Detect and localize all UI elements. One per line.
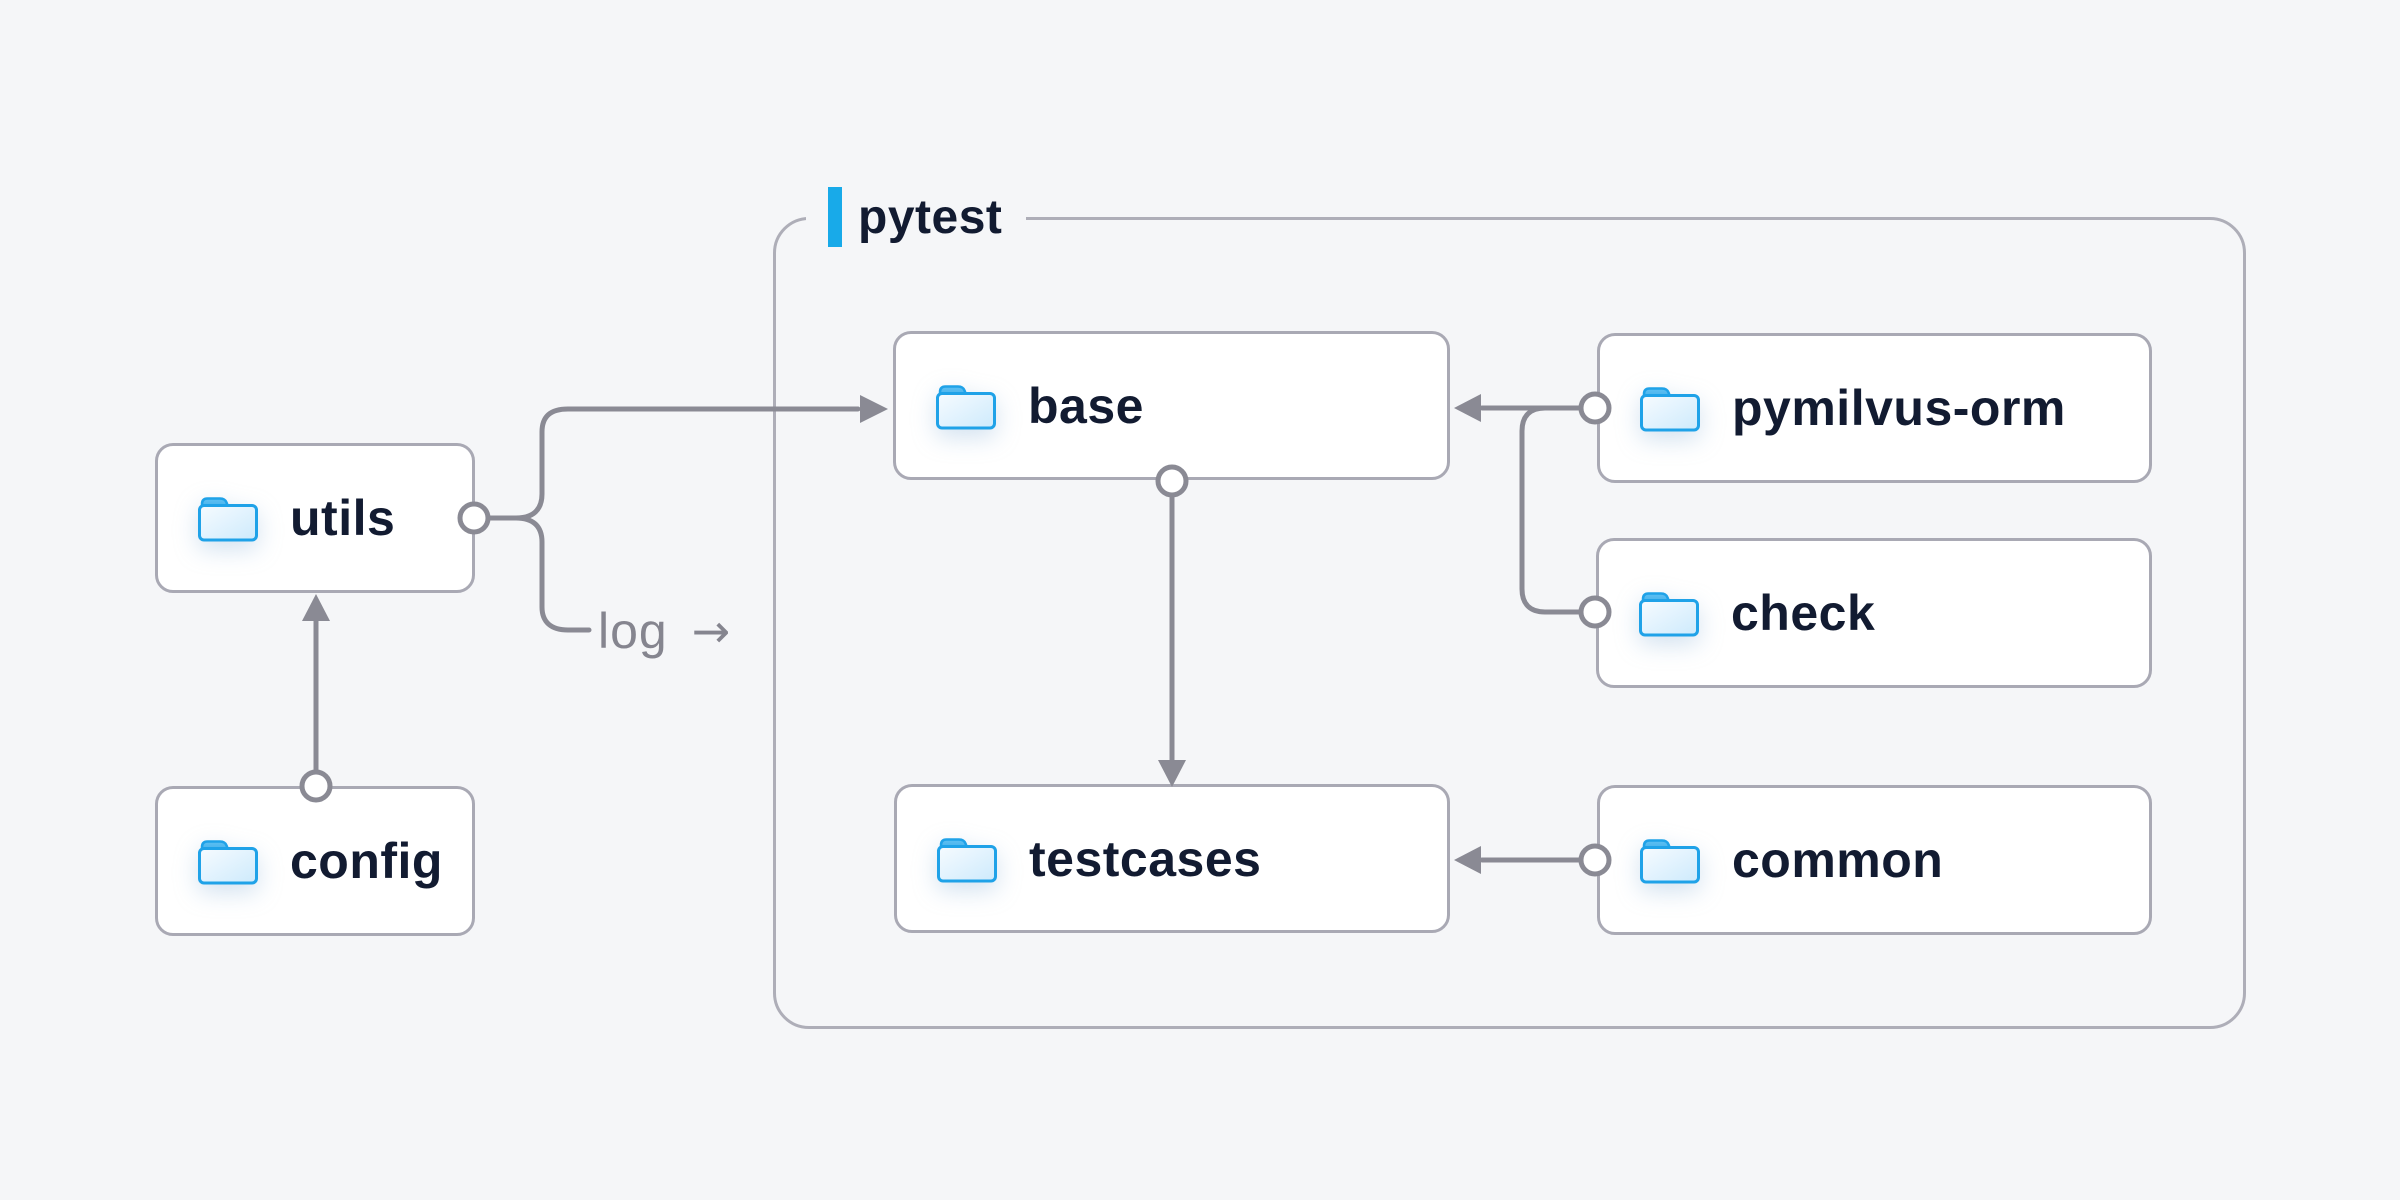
- node-label: testcases: [1029, 830, 1262, 887]
- node-label: config: [290, 833, 443, 889]
- arrowhead-into-utils-bottom: [302, 594, 330, 621]
- folder-icon: [934, 380, 998, 432]
- pytest-group-container: [773, 217, 2246, 1029]
- node-label: common: [1732, 832, 1944, 888]
- folder-icon: [1637, 587, 1701, 639]
- node-label: check: [1731, 585, 1876, 641]
- node-check: check: [1596, 538, 2152, 688]
- node-config: config: [155, 786, 475, 936]
- node-label: pymilvus-orm: [1732, 380, 2066, 436]
- folder-icon: [1638, 382, 1702, 434]
- pytest-group-label: pytest: [806, 183, 1027, 251]
- group-title: pytest: [858, 190, 1003, 244]
- node-label: utils: [290, 490, 396, 546]
- folder-icon: [935, 833, 999, 885]
- node-base: base: [893, 331, 1450, 480]
- node-label: base: [1028, 377, 1144, 434]
- folder-icon: [196, 492, 260, 544]
- node-common: common: [1597, 785, 2152, 935]
- folder-icon: [196, 835, 260, 887]
- log-arrow-icon: →: [691, 604, 731, 658]
- accent-bar: [828, 187, 842, 247]
- node-utils: utils: [155, 443, 475, 593]
- log-edge-text: log: [598, 603, 668, 659]
- node-testcases: testcases: [894, 784, 1450, 933]
- node-pymilvus-orm: pymilvus-orm: [1597, 333, 2152, 483]
- edge-utils-to-log: [513, 515, 592, 633]
- log-edge-annotation: log →: [598, 603, 730, 659]
- folder-icon: [1638, 834, 1702, 886]
